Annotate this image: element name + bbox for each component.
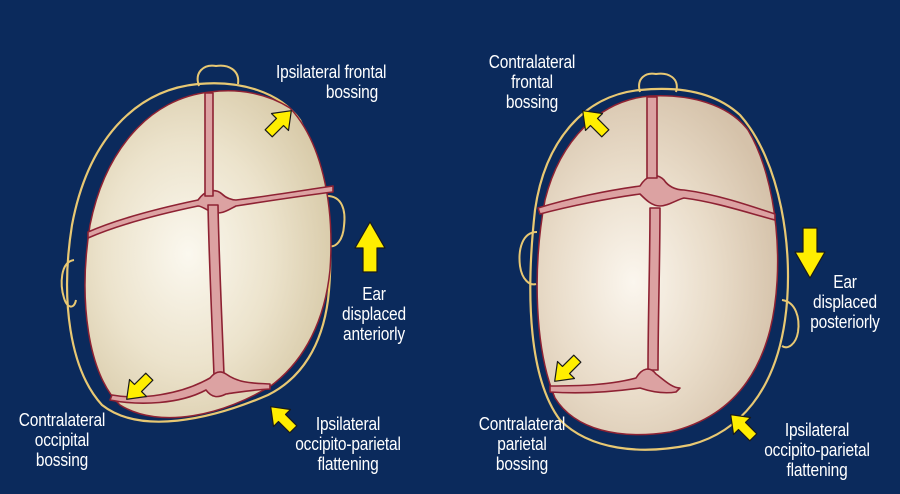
right-frontal-arrow bbox=[582, 110, 610, 138]
left-sutures bbox=[87, 92, 334, 404]
right-right-ear bbox=[781, 299, 800, 349]
left-frontal-label: Ipsilateral frontal bossing bbox=[276, 62, 387, 102]
left-flattening-label: Ipsilateral occipito-parietal flattening bbox=[295, 414, 401, 474]
left-skull bbox=[60, 64, 346, 423]
right-flattening-arrow bbox=[730, 414, 758, 442]
left-skull-cap bbox=[84, 90, 332, 419]
right-sutures bbox=[537, 96, 776, 394]
right-ear-arrow bbox=[794, 227, 826, 279]
left-ear-arrow bbox=[354, 221, 386, 273]
right-top-bump bbox=[638, 72, 678, 93]
right-skull bbox=[518, 72, 800, 451]
left-occipital-arrow bbox=[126, 372, 154, 400]
arrows bbox=[126, 110, 826, 442]
right-ear-label: Ear displaced posteriorly bbox=[810, 272, 880, 332]
left-frontal-arrow bbox=[264, 110, 292, 138]
left-occipital-label: Contralateral occipital bossing bbox=[18, 410, 106, 470]
right-parietal-label: Contralateral parietal bossing bbox=[478, 414, 566, 474]
left-top-bump bbox=[196, 64, 240, 87]
left-ear-label: Ear displaced anteriorly bbox=[342, 284, 406, 344]
right-parietal-arrow bbox=[554, 354, 582, 382]
right-head-outline bbox=[529, 87, 790, 451]
left-flattening-arrow bbox=[270, 406, 298, 434]
left-left-ear bbox=[60, 259, 77, 308]
right-left-ear bbox=[518, 231, 538, 286]
left-right-ear bbox=[326, 195, 346, 248]
right-flattening-label: Ipsilateral occipito-parietal flattening bbox=[764, 420, 870, 480]
right-frontal-label: Contralateral frontal bossing bbox=[488, 52, 576, 112]
